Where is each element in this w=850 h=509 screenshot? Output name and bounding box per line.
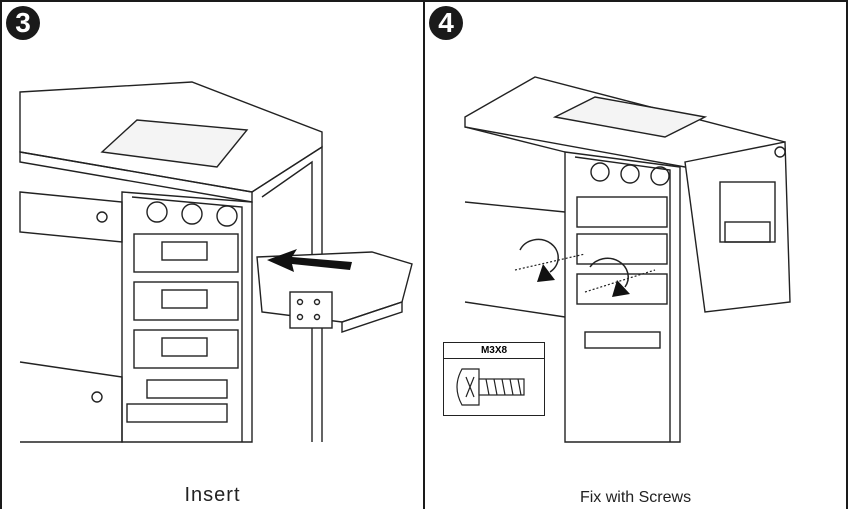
step-4-caption: Fix with Screws bbox=[579, 489, 692, 506]
step-3-number-badge: 3 bbox=[6, 6, 40, 40]
screw-spec-box: M3X8 bbox=[443, 342, 545, 416]
step-3-panel: 3 bbox=[0, 0, 425, 509]
fix-screws-illustration bbox=[464, 76, 791, 443]
step-3-caption: Insert bbox=[184, 484, 241, 506]
step-4-number-badge: 4 bbox=[429, 6, 463, 40]
insert-drive-illustration bbox=[19, 81, 413, 443]
screw-size-label: M3X8 bbox=[444, 343, 544, 359]
screw-icon bbox=[456, 368, 525, 406]
step-4-panel: 4 bbox=[425, 0, 848, 509]
